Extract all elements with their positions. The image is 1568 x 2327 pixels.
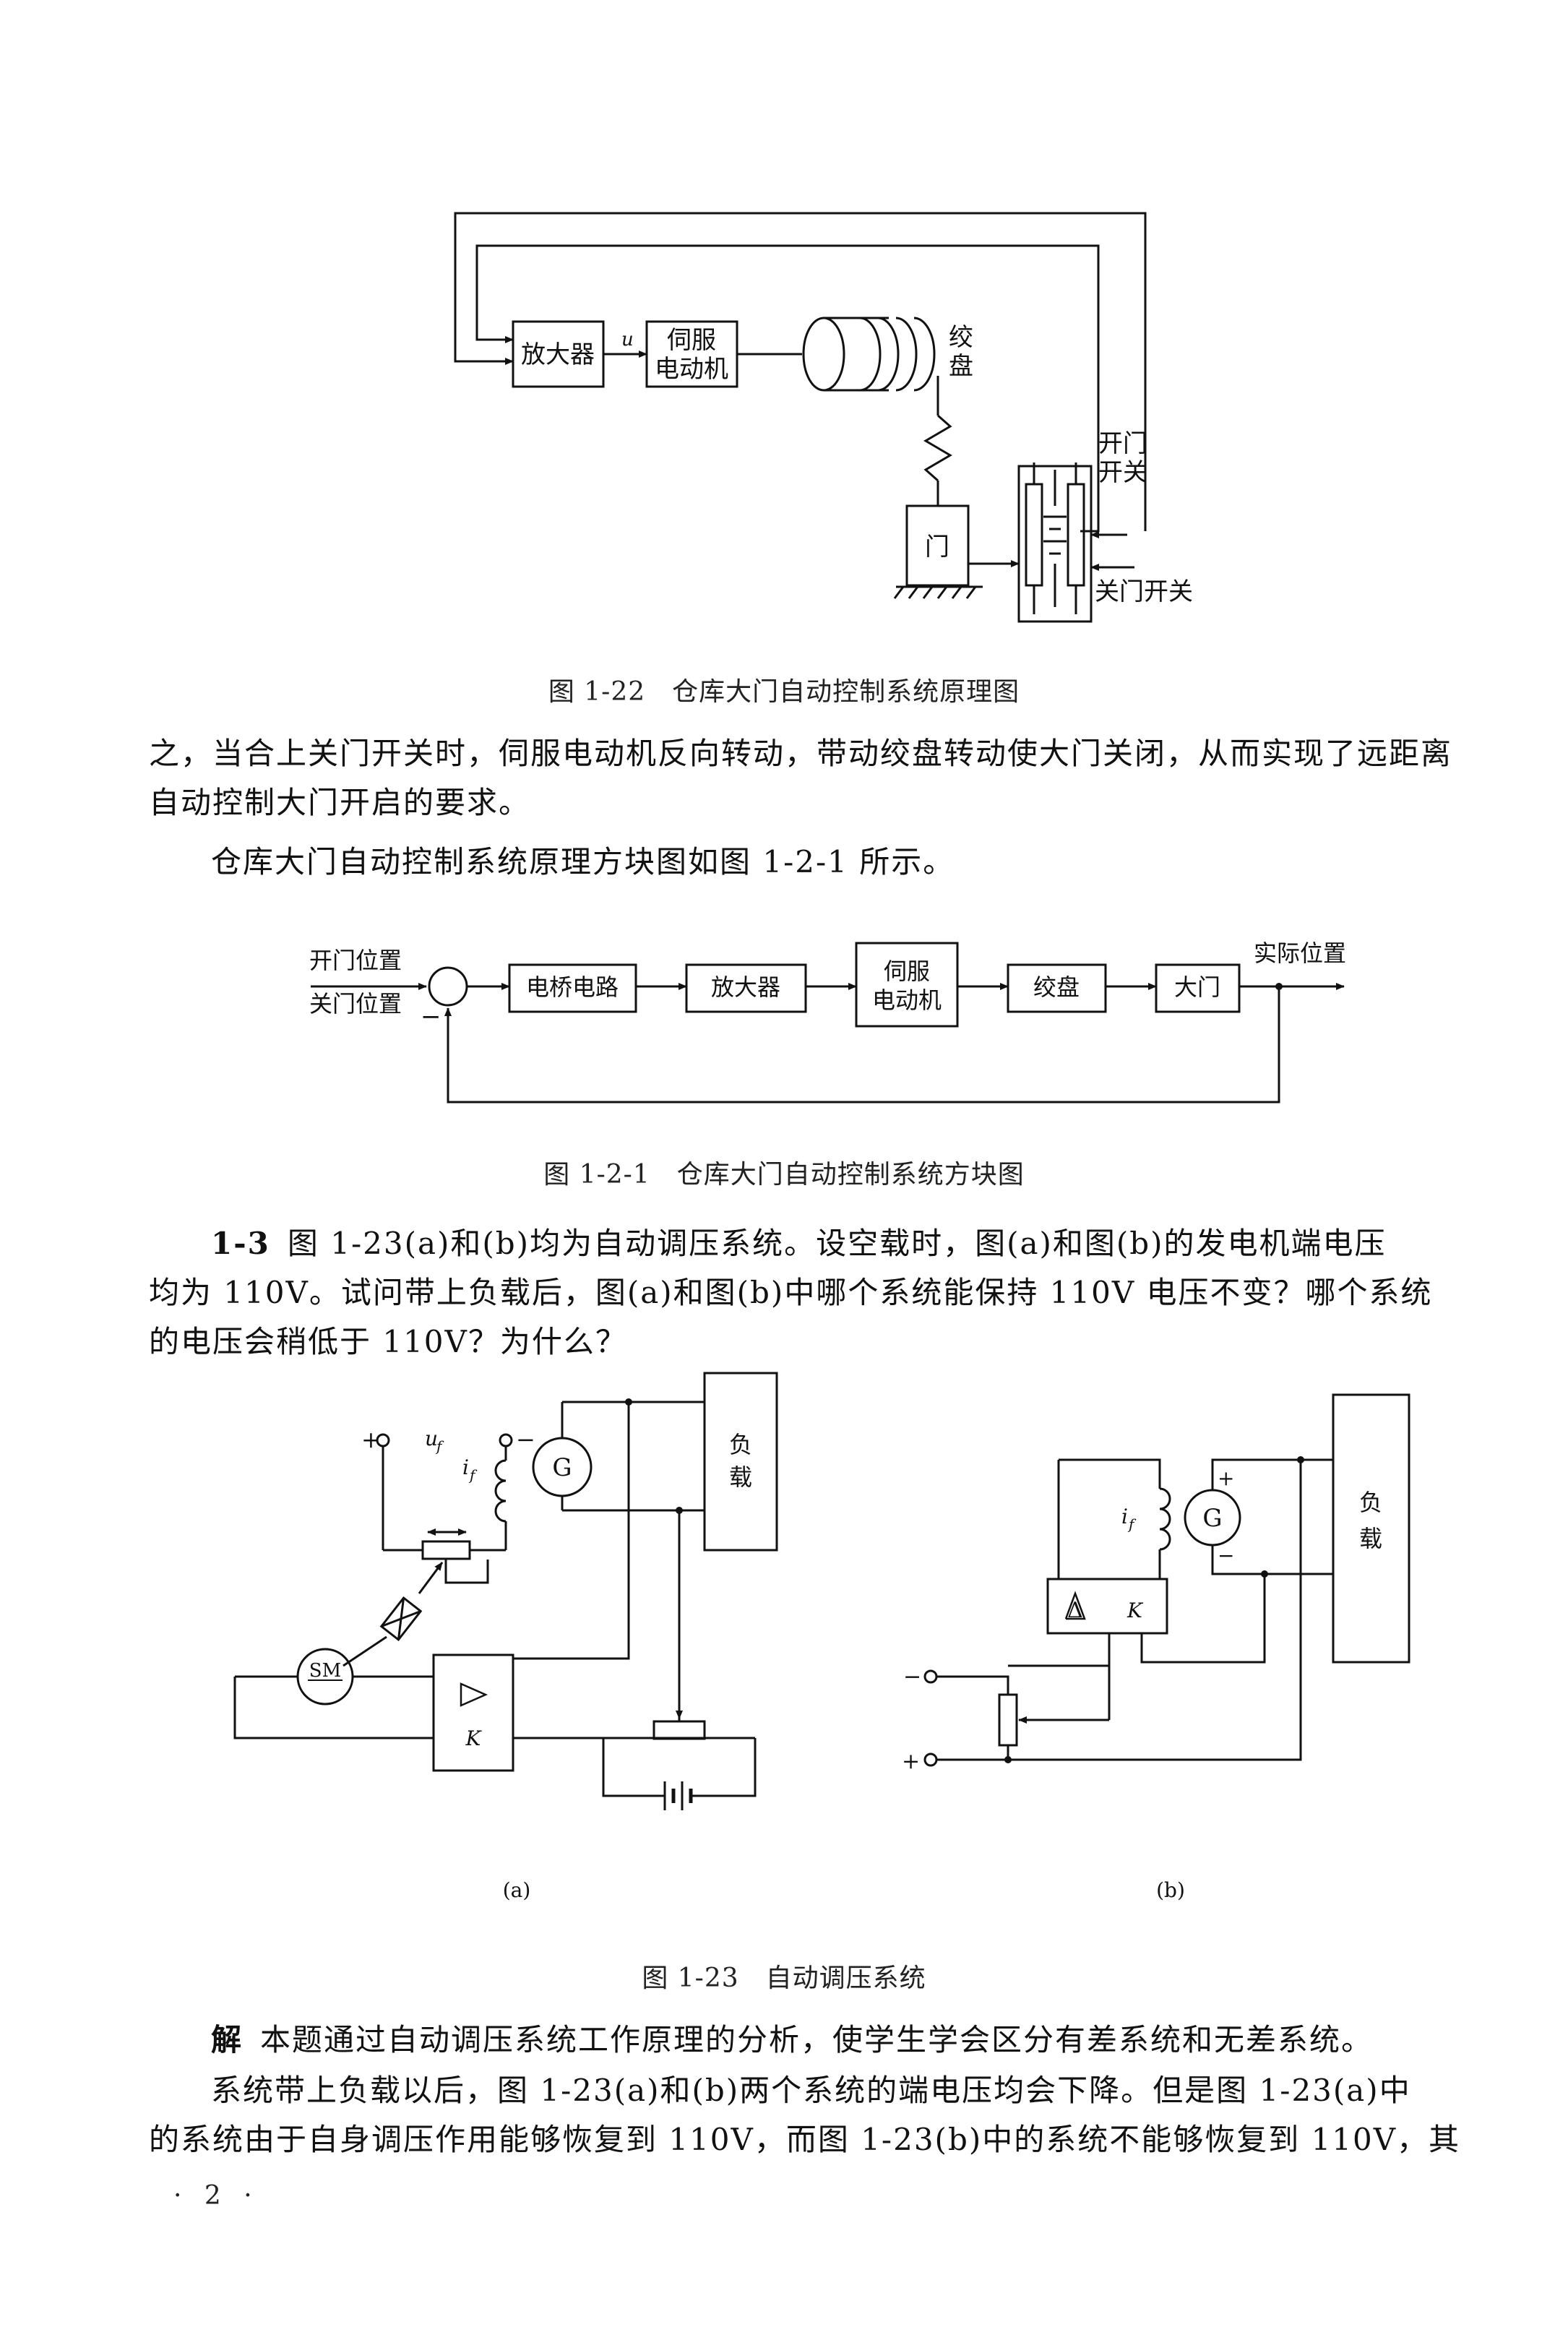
load-b-label-2: 载 <box>1359 1525 1382 1552</box>
load-a <box>703 1372 778 1552</box>
minus-a: − <box>516 1426 535 1453</box>
minus-sign: − <box>421 1002 441 1031</box>
if-sub-b: f <box>1127 1515 1137 1533</box>
feedback-wire-inner <box>475 244 1100 533</box>
plus-a: + <box>361 1426 381 1453</box>
drum-label-2: 盘 <box>949 352 973 381</box>
field-winding-a <box>494 1459 507 1523</box>
potentiometer-a <box>652 1720 706 1740</box>
k-label-a: K <box>465 1726 483 1750</box>
solution-label: 解 <box>211 2022 244 2057</box>
amplifier-k-b <box>1046 1578 1168 1635</box>
spring <box>923 414 952 482</box>
amplifier-label-2: 放大器 <box>711 973 780 1001</box>
sm-label: SM <box>309 1660 341 1682</box>
servo-label-2a: 伺服 <box>884 958 930 985</box>
figure-1-23: + − u f i f G 负 载 SM K (a) <box>233 1372 1410 1902</box>
field-winding-b <box>1159 1487 1171 1551</box>
g-label-a: G <box>552 1453 572 1482</box>
solution-line: 解本题通过自动调压系统工作原理的分析，使学生学会区分有差系统和无差系统。 <box>211 2016 1568 2064</box>
figure-1-23-caption: 图 1-23 自动调压系统 <box>642 1963 926 1993</box>
problem-text: 图 1-23(a)和(b)均为自动调压系统。设空载时，图(a)和图(b)的发电机… <box>287 1226 1387 1261</box>
drum-label-block: 绞盘 <box>1033 973 1080 1001</box>
uf-label: u <box>425 1427 438 1450</box>
close-switch-label: 关门开关 <box>1095 577 1193 606</box>
door-block-2 <box>1155 963 1241 1013</box>
close-position-label: 关门位置 <box>309 990 402 1018</box>
servo-label-2b: 电动机 <box>872 986 942 1014</box>
servo-label-1: 伺服 <box>667 326 716 355</box>
bridge-label: 电桥电路 <box>526 973 619 1001</box>
paragraph-line: 之，当合上关门开关时，伺服电动机反向转动，带动绞盘转动使大门关闭，从而实现了远距… <box>149 736 1453 771</box>
u-label: u <box>621 329 634 350</box>
g-plus-b: + <box>1218 1466 1234 1490</box>
load-b-label-1: 负 <box>1359 1489 1382 1516</box>
solution-line: 的系统由于自身调压作用能够恢复到 110V，而图 1-23(b)中的系统不能够恢… <box>149 2122 1461 2157</box>
delta-label: Δ <box>1067 1598 1083 1623</box>
feedback-wire-outer <box>454 212 1147 531</box>
feedback-path <box>444 986 1280 1104</box>
circuit-b <box>923 1393 1410 1767</box>
paragraph-line: 仓库大门自动控制系统原理方块图如图 1-2-1 所示。 <box>211 844 955 879</box>
open-switch-label-1: 开门 <box>1098 429 1147 458</box>
if-sub-a: f <box>468 1466 478 1484</box>
if-label-a: i <box>462 1455 469 1479</box>
page-number: · 2 · <box>173 2181 259 2211</box>
door-block <box>905 504 970 587</box>
g-label-b: G <box>1202 1504 1222 1533</box>
solution-text: 本题通过自动调压系统工作原理的分析，使学生学会区分有差系统和无差系统。 <box>260 2022 1374 2057</box>
door-label-block: 大门 <box>1174 973 1220 1001</box>
actual-position-label: 实际位置 <box>1254 939 1346 967</box>
figure-1-22: 放大器 u 伺服 电动机 绞 盘 开门 开关 门 关门开关 <box>454 212 1193 623</box>
servo-motor-block-2 <box>855 942 959 1028</box>
drum-label-1: 绞 <box>949 323 973 352</box>
summing-junction <box>428 966 468 1007</box>
if-label-b: i <box>1121 1505 1128 1528</box>
potentiometer-b <box>998 1693 1018 1747</box>
problem-line: 均为 110V。试问带上负载后，图(a)和图(b)中哪个系统能保持 110V 电… <box>149 1275 1433 1310</box>
minus-in-b: − <box>903 1664 921 1690</box>
problem-line: 1-3 图 1-23(a)和(b)均为自动调压系统。设空载时，图(a)和图(b)的… <box>211 1220 1568 1268</box>
sublabel-a: (a) <box>503 1878 531 1902</box>
open-switch-label-2: 开关 <box>1098 458 1147 487</box>
k-label-b: K <box>1127 1599 1144 1622</box>
coupling-a <box>379 1596 423 1642</box>
open-position-label: 开门位置 <box>309 947 402 974</box>
switch-assembly <box>1017 463 1093 623</box>
servo-label-2: 电动机 <box>655 355 728 384</box>
amplifier-label: 放大器 <box>521 340 595 369</box>
circuit-a <box>233 1372 778 1810</box>
uf-sub: f <box>435 1437 444 1455</box>
load-a-label-1: 负 <box>729 1431 752 1458</box>
rheostat-a <box>421 1540 471 1560</box>
paragraph-line: 自动控制大门开启的要求。 <box>149 785 531 820</box>
drum-winch <box>802 317 936 392</box>
figure-1-22-caption: 图 1-22 仓库大门自动控制系统原理图 <box>548 677 1020 707</box>
problem-line: 的电压会稍低于 110V？为什么？ <box>149 1324 627 1359</box>
solution-line: 系统带上负载以后，图 1-23(a)和(b)两个系统的端电压均会下降。但是图 1… <box>211 2073 1411 2108</box>
door-label: 门 <box>925 533 949 562</box>
figure-1-2-1: 开门位置 关门位置 − 电桥电路 放大器 伺服 电动机 绞盘 大门 实际位置 <box>309 939 1346 1104</box>
load-a-label-2: 载 <box>729 1463 752 1491</box>
problem-number: 1-3 <box>211 1226 270 1261</box>
load-b <box>1332 1393 1410 1664</box>
plus-in-b: + <box>902 1749 920 1774</box>
figure-1-2-1-caption: 图 1-2-1 仓库大门自动控制系统方块图 <box>543 1160 1025 1190</box>
amplifier-k-a <box>432 1653 514 1772</box>
amplifier-block-2 <box>685 963 807 1013</box>
g-minus-b: − <box>1218 1544 1234 1567</box>
bridge-circuit-block <box>508 963 637 1013</box>
sublabel-b: (b) <box>1156 1878 1185 1902</box>
drum-block <box>1007 963 1107 1013</box>
